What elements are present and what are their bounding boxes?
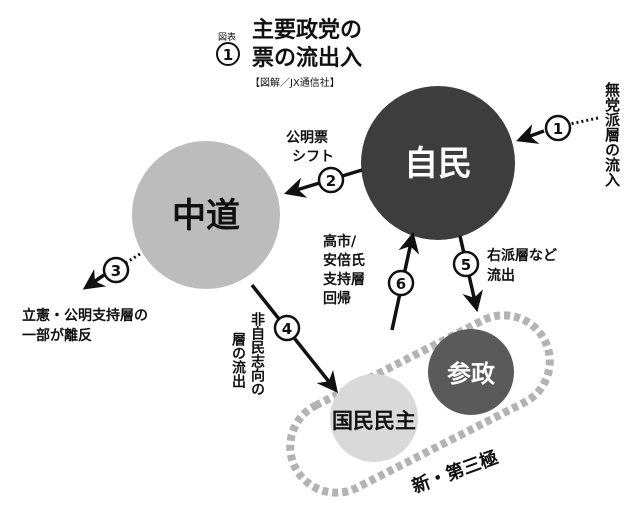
flow-2-number: 2	[326, 172, 336, 190]
flow-3-arrow	[82, 269, 107, 290]
kokumin-label: 国民民主	[332, 409, 416, 433]
flow-4: 4 非自民志向の 層の流出	[230, 283, 338, 396]
flow-1-badge	[544, 114, 572, 142]
flow-3-number: 3	[111, 262, 121, 280]
flow-1-number: 1	[553, 120, 563, 138]
flow-5-number: 5	[461, 256, 471, 274]
flow-5-badge	[452, 250, 480, 278]
party-kokumin: 国民民主	[330, 374, 418, 462]
flow-1-arrow	[516, 124, 545, 144]
sansei-label: 参政	[447, 360, 495, 388]
flow-2-label-line1: 公明票	[286, 130, 328, 146]
kokumin-circle	[330, 374, 418, 462]
figure-number-circle	[216, 42, 240, 66]
flow-4-label-col1: 非自民志向の	[249, 311, 265, 396]
flow-2-label-line2: シフト	[292, 149, 334, 165]
flow-4-number: 4	[282, 320, 292, 338]
flow-6-label-line1: 高市/	[323, 233, 357, 250]
flow-5-label-line1: 右派層など	[486, 247, 557, 264]
figure-title-block: 図表 1 主要政党の 票の流出入 【図解／JX通信社】	[216, 17, 362, 89]
flow-6-badge	[387, 269, 415, 297]
flow-4-badge	[273, 314, 301, 342]
flow-3-label-line1: 立憲・公明支持層の	[22, 307, 148, 324]
flow-6: 6 高市/ 安倍氏 支持層 回帰	[322, 231, 420, 331]
flow-1: 1 無党派層の流入	[516, 81, 621, 187]
party-sansei: 参政	[428, 329, 514, 415]
flow-6-label-line2: 安倍氏	[323, 252, 365, 269]
party-jimin: 自民	[361, 86, 515, 240]
flow-6-number: 6	[396, 275, 406, 293]
figure-title-line2: 票の流出入	[252, 45, 362, 71]
flow-5: 5 右派層など 流出	[452, 235, 557, 313]
figure-number: 1	[223, 46, 233, 64]
flow-1-label: 無党派層の流入	[603, 81, 621, 187]
flow-3-label-line2: 一部が離反	[22, 327, 92, 344]
jimin-circle	[361, 86, 515, 240]
party-chudo: 中道	[132, 141, 280, 289]
flow-6-label-line3: 支持層	[322, 271, 365, 288]
chudo-label: 中道	[172, 196, 240, 236]
jimin-label: 自民	[404, 144, 472, 184]
figure-credit: 【図解／JX通信社】	[250, 76, 340, 89]
flow-2: 2 公明票 シフト	[283, 130, 363, 198]
flow-5-label-line2: 流出	[487, 267, 515, 284]
figure-label: 図表	[218, 31, 236, 43]
flow-3: 3 立憲・公明支持層の 一部が離反	[22, 252, 148, 344]
flow-3-badge	[102, 256, 130, 284]
chudo-circle	[132, 141, 280, 289]
sansei-circle	[428, 329, 514, 415]
flow-2-badge	[317, 166, 345, 194]
flow-4-label-col2: 層の流出	[230, 332, 246, 389]
flow-6-label-line4: 回帰	[323, 290, 351, 307]
figure-title-line1: 主要政党の	[252, 17, 362, 43]
flow-1-dotted-tail	[569, 116, 599, 126]
